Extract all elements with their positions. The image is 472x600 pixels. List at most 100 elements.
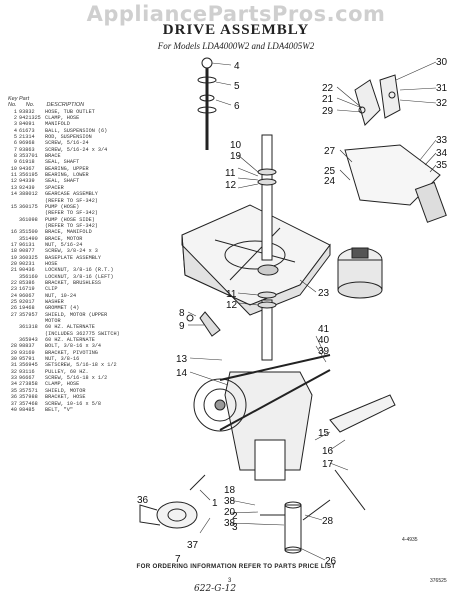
callout-2: 2 xyxy=(232,511,238,522)
upper-shaft xyxy=(261,134,273,261)
key-row-part: 365943 xyxy=(19,337,38,344)
hose xyxy=(284,504,302,551)
callout-37: 37 xyxy=(187,540,199,551)
key-row-part: 351500 xyxy=(19,229,38,236)
callout-19: 19 xyxy=(230,151,242,162)
key-row-part: 96131 xyxy=(19,241,35,248)
key-row-description: ROD, SUSPENSION xyxy=(45,134,92,141)
callout-36: 36 xyxy=(137,495,149,506)
key-row-key: 25 xyxy=(10,299,17,305)
key-row-key: 3 xyxy=(13,121,17,128)
key-row-key: 9 xyxy=(13,159,17,166)
key-row-key: 2 xyxy=(13,115,17,122)
hose-bottom xyxy=(284,546,302,554)
key-row-key: 30 xyxy=(10,356,17,363)
key-row-part: 93116 xyxy=(19,368,35,375)
baseplate xyxy=(181,204,331,306)
key-row-description: (REFER TO SF-342) xyxy=(45,197,98,204)
key-row-description: SCREW, 5/16-24 xyxy=(45,140,89,147)
key-row-part: 360175 xyxy=(19,203,38,210)
key-row: (REFER TO SF-342) xyxy=(8,210,158,216)
rod-washer-lower xyxy=(197,106,217,114)
callout-38: 38 xyxy=(224,496,236,507)
shaft-seal xyxy=(186,314,194,322)
callout-34: 34 xyxy=(436,148,448,159)
key-row-description: NUT, 3/8-16 xyxy=(45,356,80,363)
document-number: 376525 xyxy=(430,578,447,584)
key-row-description: BRACKET, BRUSHLESS xyxy=(45,279,102,286)
key-row-description: GEARCASE ASSEMBLY xyxy=(45,191,98,198)
key-row-key: 1 xyxy=(13,108,17,115)
callout-28: 28 xyxy=(322,516,334,527)
pulley-inner xyxy=(203,388,237,422)
key-row-part: 95791 xyxy=(19,356,35,363)
baseplate-hub xyxy=(224,240,286,270)
key-row-description: BEARING, LOWER xyxy=(45,172,89,179)
key-row-part: 21314 xyxy=(19,134,35,141)
callout-14: 14 xyxy=(176,368,188,379)
key-row-part: 96067 xyxy=(19,292,35,299)
key-row-description: PUMP (HOSE SIDE) xyxy=(45,216,95,223)
key-row-key: 4 xyxy=(13,127,17,134)
key-row-key: 11 xyxy=(10,172,17,179)
key-row-part: 94367 xyxy=(19,165,35,172)
key-row-part: 98485 xyxy=(19,406,35,413)
callout-41: 41 xyxy=(318,324,330,335)
baseplate-rib xyxy=(214,239,296,263)
callout-labels: 4 5 6 10 19 11 12 8 9 11 12 13 14 7 1 2 … xyxy=(137,57,448,567)
key-row-description: NUT, 10-24 xyxy=(45,292,77,299)
key-row-part: 98837 xyxy=(19,343,35,350)
key-header-key: Key xyxy=(8,96,18,102)
gearcase xyxy=(224,371,313,471)
key-row-description: MANIFOLD xyxy=(45,121,70,128)
gearcase-housing xyxy=(254,439,286,481)
callout-5: 5 xyxy=(234,81,240,92)
brace xyxy=(199,311,221,337)
key-row-description: CLAMP, HOSE xyxy=(45,381,80,388)
key-row-part: 96667 xyxy=(19,375,35,382)
pivot-bracket xyxy=(354,79,381,126)
lower-seal xyxy=(257,301,277,309)
key-row-key: 40 xyxy=(10,406,17,413)
key-row-key: 19 xyxy=(10,254,17,261)
callout-12b: 12 xyxy=(226,300,238,311)
key-row-key: 36 xyxy=(10,394,17,401)
key-row-part: 93832 xyxy=(19,108,35,115)
pump-inlet xyxy=(167,508,187,522)
key-row-part: 356945 xyxy=(19,362,38,369)
callout-39: 39 xyxy=(318,346,330,357)
callout-13: 13 xyxy=(176,354,188,365)
pump-port xyxy=(139,504,161,526)
key-row-description: 60 HZ. ALTERNATE xyxy=(45,324,95,331)
page-number: 3 xyxy=(228,578,232,584)
key-row-description: BRACKET, PIVOTING xyxy=(45,349,98,356)
key-row-part: 360325 xyxy=(19,254,38,261)
key-header-no: No. xyxy=(25,102,35,109)
brace-rod xyxy=(334,469,366,511)
callout-24: 24 xyxy=(324,176,336,187)
key-row-key: 28 xyxy=(10,343,17,350)
key-row-key: 6 xyxy=(13,140,17,147)
rod-washer xyxy=(197,76,217,84)
key-row-description: SHIELD, MOTOR (UPPER xyxy=(45,311,108,318)
key-row-description: NUT, 5/16-24 xyxy=(45,241,83,248)
callout-35: 35 xyxy=(436,160,448,171)
key-row-key: 7 xyxy=(13,146,17,153)
key-row-part: 356160 xyxy=(19,273,38,280)
bolt xyxy=(302,499,331,521)
key-row-key: 13 xyxy=(10,184,17,191)
